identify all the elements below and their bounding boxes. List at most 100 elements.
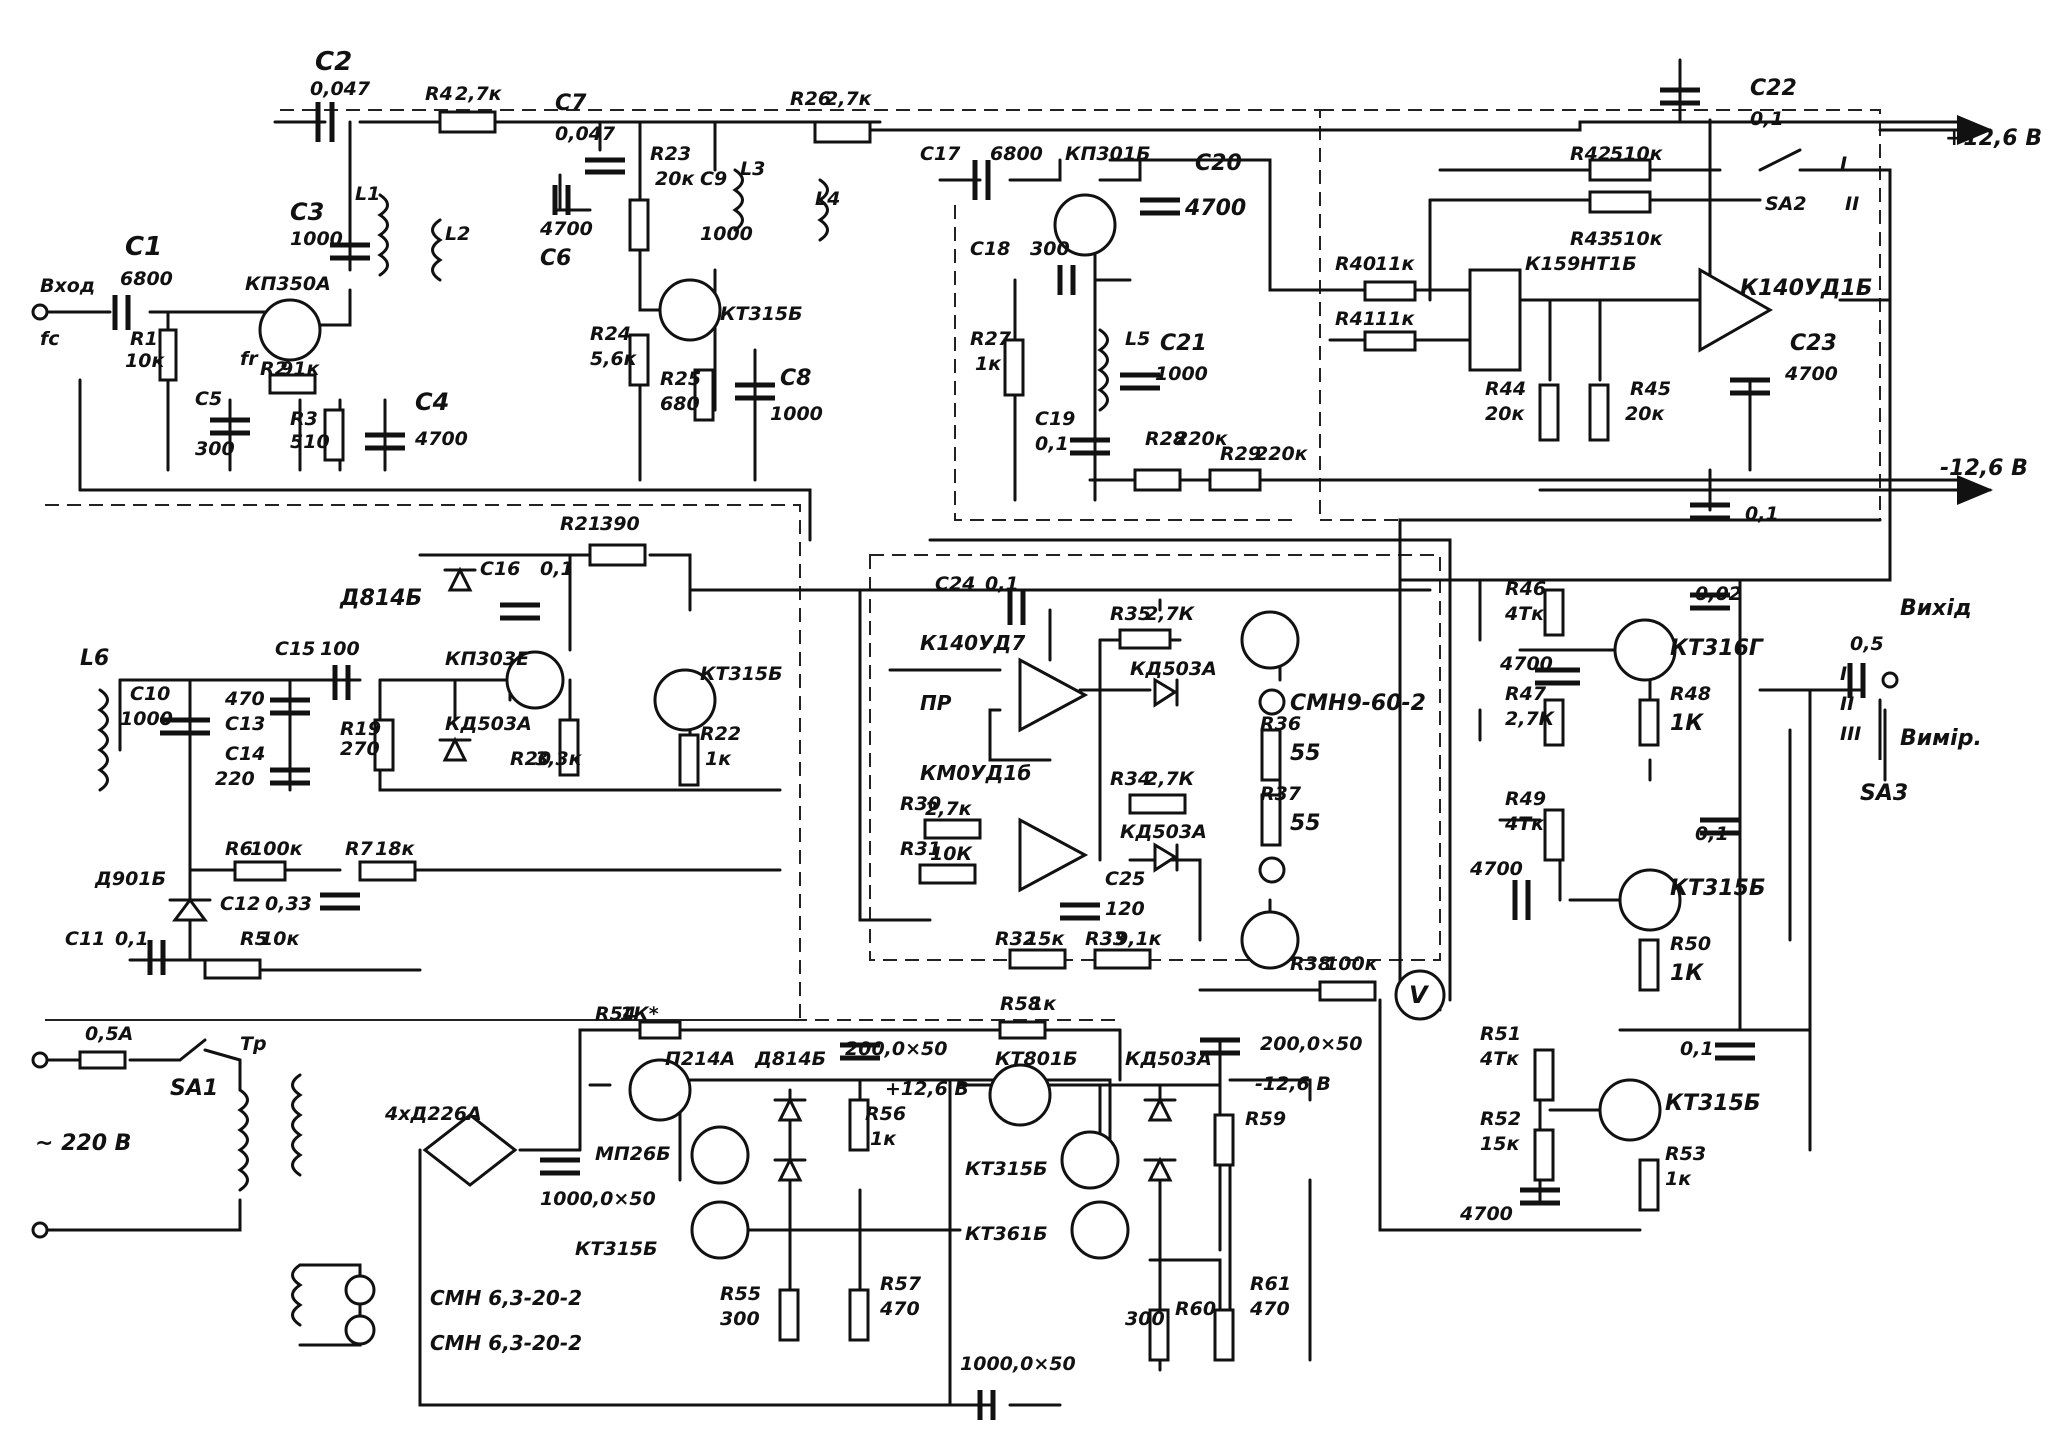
label-r29: R29 <box>1220 443 1261 465</box>
diode-bridge <box>422 1113 518 1187</box>
label-r47: R47 <box>1505 683 1547 705</box>
label-c23: C23 <box>1790 331 1837 356</box>
label-r29v: 220к <box>1255 443 1309 465</box>
label-q5: КТ315Б <box>700 663 783 685</box>
label-r2v: 91к <box>280 358 320 380</box>
label-r54: R54 <box>595 1003 636 1025</box>
label-r21: R21 <box>560 513 601 535</box>
label-sa3-pos2: II <box>1840 693 1854 715</box>
components <box>31 87 1899 1420</box>
label-r41: R41 <box>1335 308 1376 330</box>
label-r45: R45 <box>1630 378 1671 400</box>
transistor-q6a <box>1240 610 1300 670</box>
opamp-k140ud7 <box>1018 657 1089 733</box>
label-sa2-pos2: II <box>1845 193 1859 215</box>
label-q14: КТ361Б <box>965 1223 1048 1245</box>
label-r27v: 1к <box>975 353 1002 375</box>
label-r44v: 20к <box>1485 403 1525 425</box>
label-r3v: 510 <box>290 431 330 453</box>
transistor-q8 <box>1598 1078 1662 1142</box>
label-d4: КД503А <box>1120 821 1207 843</box>
output-terminal[interactable] <box>1881 671 1899 689</box>
label-c6v: 4700 <box>539 218 593 240</box>
label-c18v: 300 <box>1030 238 1070 260</box>
label-d5: Д901Б <box>94 868 166 890</box>
label-c9: C9 <box>700 168 727 190</box>
label-r6v: 100к <box>250 838 304 860</box>
label-r48: R48 <box>1670 683 1711 705</box>
label-c-rail: 0,1 <box>1745 503 1779 525</box>
label-q13: КТ315Б <box>965 1158 1048 1180</box>
label-c-pos: 200,0×50 <box>845 1038 947 1060</box>
label-r24v: 5,6к <box>590 348 638 370</box>
label-c24v: 0,1 <box>985 573 1019 595</box>
label-r7v: 18к <box>375 838 415 860</box>
label-c20v: 4700 <box>1184 196 1246 221</box>
inductor-l6 <box>97 688 109 792</box>
label-r43v: 510к <box>1610 228 1664 250</box>
label-r5: R5 <box>240 928 268 950</box>
transistor-kt361b <box>1070 1200 1130 1260</box>
label-c9v: 1000 <box>700 223 753 245</box>
transistor-q5 <box>653 668 717 732</box>
label-q8: КТ315Б <box>1665 1091 1761 1116</box>
label-c4v: 4700 <box>414 428 468 450</box>
label-d1: Д814Б <box>339 586 422 611</box>
label-r34: R34 <box>1110 768 1151 790</box>
transistor-kt801b <box>988 1063 1052 1127</box>
label-sa3-pos1: I <box>1840 663 1847 685</box>
label-ic2: К140УД1Б <box>1740 276 1873 301</box>
label-r59: R59 <box>1245 1108 1286 1130</box>
label-l2: L2 <box>445 223 470 245</box>
label-q10: МП26Б <box>595 1143 671 1165</box>
label-c-neg: 200,0×50 <box>1260 1033 1362 1055</box>
label-r50v: 1К <box>1670 961 1704 986</box>
label-c12: C12 <box>220 893 260 915</box>
label-r1: R1 <box>130 328 158 350</box>
label-c4: C4 <box>415 388 449 416</box>
label-q7: КТ315Б <box>1670 876 1766 901</box>
label-l3: L3 <box>740 158 765 180</box>
mains-terminal-1[interactable] <box>31 1051 49 1069</box>
label-r47v: 2,7К <box>1505 708 1556 730</box>
label-r26v: 2,7к <box>825 88 873 110</box>
label-r25: R25 <box>660 368 701 390</box>
label-r49: R49 <box>1505 788 1546 810</box>
switch-sa2[interactable] <box>1758 148 1802 172</box>
label-c17: C17 <box>920 143 961 165</box>
label-r40: R40 <box>1335 253 1376 275</box>
label-r55v: 300 <box>720 1308 760 1330</box>
mains-terminal-2[interactable] <box>31 1221 49 1239</box>
label-r23: R23 <box>650 143 691 165</box>
resistor-r26 <box>813 120 872 144</box>
label-c15: C15 <box>275 638 315 660</box>
input-terminal[interactable] <box>31 303 49 321</box>
label-mains: ~ 220 В <box>35 1131 131 1156</box>
label-c8v: 1000 <box>770 403 823 425</box>
label-r22: R22 <box>700 723 741 745</box>
label-plus-rail: +12,6 В <box>1945 126 2042 151</box>
label-c14v: 220 <box>215 768 255 790</box>
label-r42: R42 <box>1570 143 1611 165</box>
inductor-l1 <box>377 193 389 277</box>
label-lamp1: СМН9-60-2 <box>1290 691 1426 716</box>
label-c8: C8 <box>780 366 811 391</box>
label-r23v: 20к <box>655 168 695 190</box>
label-sa2: SA2 <box>1765 193 1807 215</box>
label-c22v: 0,1 <box>1750 108 1784 130</box>
inductor-l2 <box>431 218 443 282</box>
inductor-l4 <box>817 178 829 242</box>
label-r30v: 2,7к <box>925 798 973 820</box>
label-r34v: 2,7К <box>1145 768 1196 790</box>
label-c-out: 0,5 <box>1850 633 1884 655</box>
label-r46v: 4Тк <box>1504 603 1545 625</box>
label-c19: C19 <box>1035 408 1075 430</box>
transformer-primary <box>237 1088 249 1192</box>
label-fc: fc <box>40 328 60 350</box>
label-measure: Вимір. <box>1900 726 1982 751</box>
label-q4: КП303Е <box>445 648 529 670</box>
label-r32: R32 <box>995 928 1036 950</box>
switch-sa1[interactable] <box>178 1038 207 1062</box>
label-c-misc: 0,02 <box>1695 583 1742 605</box>
